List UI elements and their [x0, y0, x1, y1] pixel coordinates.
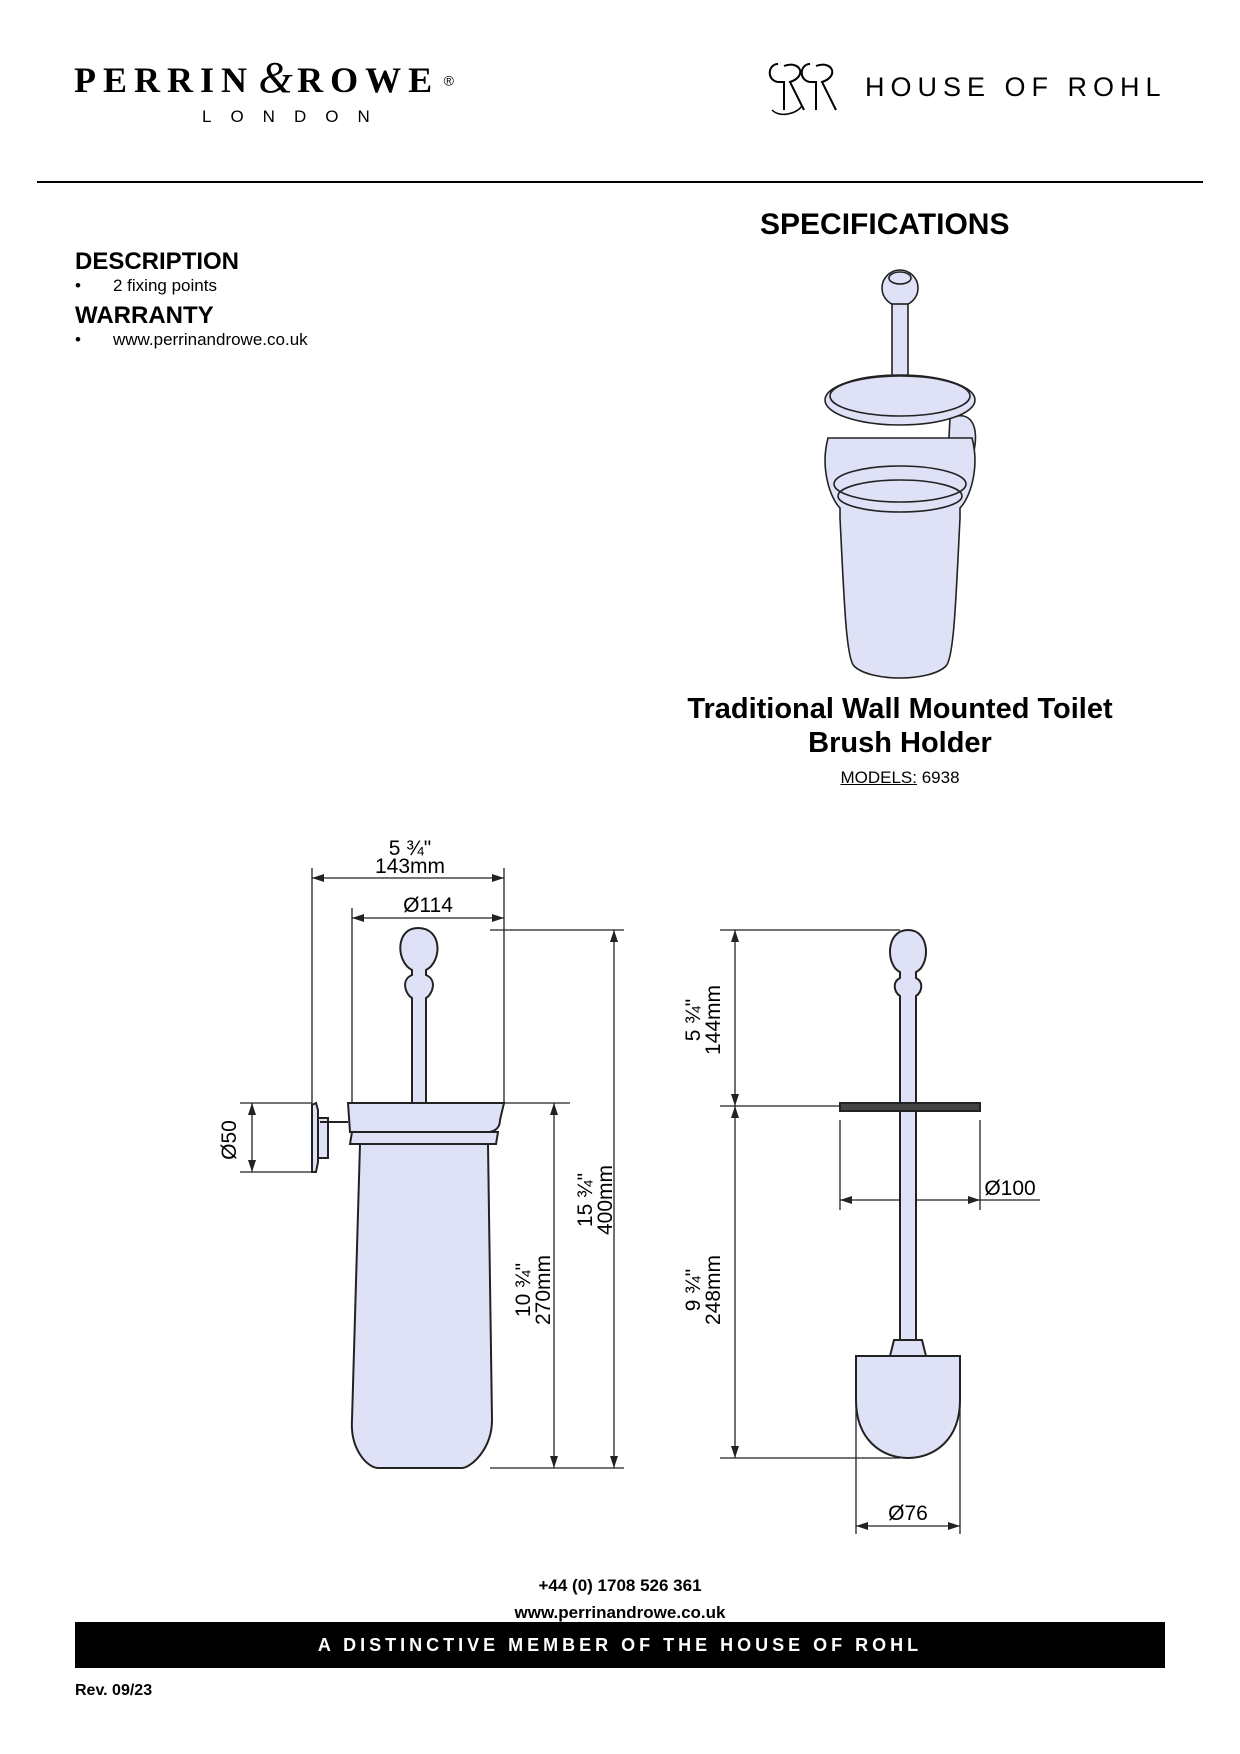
rr-monogram-icon [768, 63, 837, 116]
handle-height-mm-label: 144mm [702, 985, 725, 1055]
footer-website[interactable]: www.perrinandrowe.co.uk [514, 1603, 726, 1622]
overall-height-mm-label: 400mm [594, 1165, 617, 1235]
brand-name-part1: PERRIN [74, 60, 255, 100]
footer-phone: +44 (0) 1708 526 361 [538, 1576, 702, 1595]
models-line: MODELS: 6938 [640, 768, 1160, 788]
diameter-mount-label: Ø50 [218, 1120, 241, 1160]
brush-head [855, 1355, 961, 1460]
warranty-item: •www.perrinandrowe.co.uk [75, 330, 308, 349]
footer-banner: A DISTINCTIVE MEMBER OF THE HOUSE OF ROH… [75, 1622, 1165, 1668]
width-imperial-label: 5 ¾" [389, 837, 431, 860]
models-value: 6938 [921, 768, 960, 787]
specifications-title: SPECIFICATIONS [760, 208, 1010, 241]
brush-lid-disc [839, 1102, 981, 1112]
warranty-heading: WARRANTY [75, 302, 214, 329]
holder-height-imperial-label: 10 ¾" [512, 1263, 535, 1317]
models-label: MODELS: [840, 768, 917, 787]
brush-diameter-label: Ø76 [888, 1502, 928, 1525]
side-view-drawing: 5 ¾" 143mm Ø114 Ø50 10 ¾" 270mm 15 ¾" 40… [218, 837, 624, 1469]
perrin-rowe-logo: PERRIN & ROWE ® LONDON [74, 52, 524, 126]
revision-label: Rev. 09/23 [75, 1682, 153, 1699]
handle-height-imperial-label: 5 ¾" [682, 999, 705, 1041]
brush-height-mm-label: 248mm [702, 1255, 725, 1325]
product-image [824, 269, 977, 679]
house-of-rohl-text: HOUSE OF ROHL [865, 72, 1167, 102]
width-mm-label: 143mm [375, 855, 445, 878]
side-knob-rod [399, 926, 439, 1106]
description-section: DESCRIPTION •2 fixing points WARRANTY •w… [75, 248, 308, 350]
side-holder-body [350, 1143, 494, 1469]
brush-collar [888, 1339, 928, 1357]
brush-knob-rod [889, 928, 927, 1341]
diameter-top-label: Ø114 [403, 894, 453, 917]
overall-height-imperial-label: 15 ¾" [574, 1173, 597, 1227]
brush-view-drawing: 5 ¾" 144mm Ø100 9 ¾" 248mm Ø76 [682, 928, 1040, 1534]
registered-mark: ® [443, 72, 454, 89]
description-heading: DESCRIPTION [75, 248, 240, 275]
house-of-rohl-logo: HOUSE OF ROHL [760, 52, 1161, 127]
brand-name-part2: ROWE [297, 60, 440, 100]
description-item: •2 fixing points [75, 276, 217, 295]
holder-body [824, 437, 976, 679]
holder-height-mm-label: 270mm [532, 1255, 555, 1325]
product-title: Traditional Wall Mounted Toilet Brush Ho… [687, 693, 1113, 759]
side-lid [346, 1102, 506, 1133]
brand-ampersand: & [258, 53, 293, 102]
brand-subtitle: LONDON [202, 107, 389, 126]
lid-diameter-label: Ø100 [984, 1177, 1035, 1200]
header-divider [37, 181, 1203, 183]
side-mount-plate [311, 1101, 319, 1173]
brush-height-imperial-label: 9 ¾" [682, 1269, 705, 1311]
